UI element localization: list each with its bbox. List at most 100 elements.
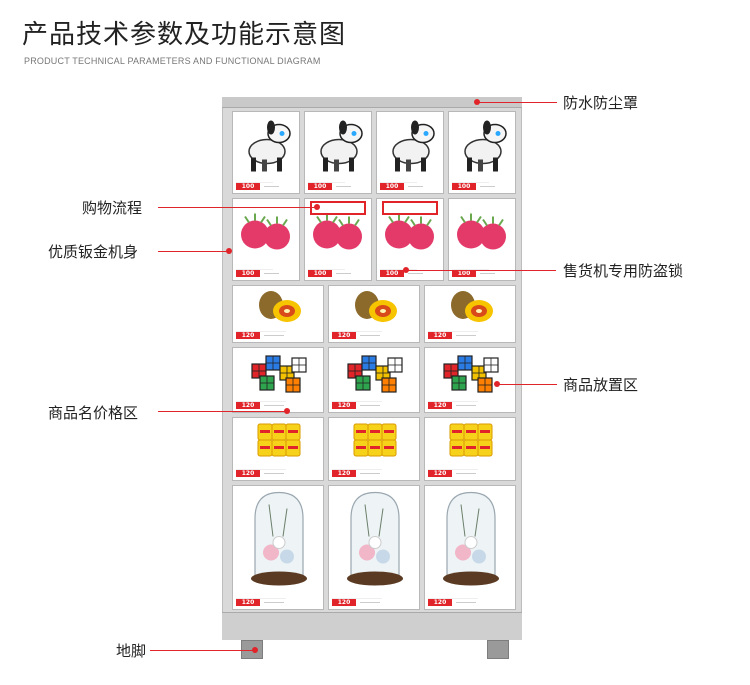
product-name-line <box>336 273 351 274</box>
callout-line-shopping-process <box>158 207 316 208</box>
rubiks-cube-icon <box>251 355 307 393</box>
callout-feet: 地脚 <box>116 642 147 660</box>
compartment-kiwi: 120 <box>328 285 420 343</box>
rubiks-cube-icon <box>347 355 403 393</box>
callout-line-dust-cover <box>477 102 557 103</box>
price-label: 120 <box>332 470 356 477</box>
product-name-line <box>408 273 423 274</box>
price-label: 120 <box>428 402 452 409</box>
price-tag: 120 <box>332 598 383 606</box>
foot-right <box>487 640 509 659</box>
compartment-snack-bags: 120 <box>328 417 420 481</box>
callout-dot-name-price-area <box>284 408 290 414</box>
dragon-fruit-icon <box>313 213 362 250</box>
compartment-preserved-flower-dome: 120 <box>328 485 420 610</box>
callout-line-feet <box>150 650 254 651</box>
page-title: 产品技术参数及功能示意图 <box>22 20 347 50</box>
product-name-line <box>360 405 381 406</box>
product-name-line <box>360 602 381 603</box>
product-name-line <box>456 602 477 603</box>
callout-line-sheet-metal-body <box>158 251 228 252</box>
price-tag: 120 <box>428 598 479 606</box>
snack-bag-icon <box>449 423 493 457</box>
callout-line-anti-theft-lock <box>406 270 556 271</box>
price-label: 100 <box>452 183 476 190</box>
product-name-line <box>456 405 477 406</box>
callout-name-price-area: 商品名价格区 <box>48 404 139 422</box>
product-name-line <box>456 473 477 474</box>
flower-dome-icon <box>347 491 403 586</box>
price-tag: 120 <box>332 331 383 339</box>
price-tag: 100 <box>308 182 351 190</box>
kiwi-icon <box>259 291 301 322</box>
price-label: 120 <box>332 599 356 606</box>
price-tag: 100 <box>452 182 495 190</box>
price-tag: 120 <box>332 469 383 477</box>
dragon-fruit-icon <box>385 213 434 250</box>
robot-dog-icon <box>464 120 507 172</box>
price-label: 100 <box>380 183 404 190</box>
callout-anti-theft-lock: 售货机专用防盗锁 <box>563 262 684 280</box>
callout-dust-cover: 防水防尘罩 <box>563 94 639 112</box>
product-name-line <box>480 186 495 187</box>
snack-bag-icon <box>353 423 397 457</box>
product-name-line <box>264 186 279 187</box>
kiwi-icon <box>355 291 397 322</box>
price-label: 120 <box>428 332 452 339</box>
callout-dot-sheet-metal-body <box>226 248 232 254</box>
product-name-line <box>360 473 381 474</box>
callout-shopping-process: 购物流程 <box>82 199 143 217</box>
compartment-robot-dog: 100 <box>376 111 444 194</box>
snack-bag-icon <box>257 423 301 457</box>
product-name-line <box>264 335 285 336</box>
price-tag: 100 <box>308 269 351 277</box>
compartment-robot-dog: 100 <box>304 111 372 194</box>
price-tag: 120 <box>236 469 287 477</box>
callout-dot-feet <box>252 647 258 653</box>
compartment-kiwi: 120 <box>232 285 324 343</box>
product-name-line <box>264 273 279 274</box>
robot-dog-icon <box>392 120 435 172</box>
price-label: 120 <box>236 470 260 477</box>
compartment-kiwi: 120 <box>424 285 516 343</box>
price-label: 100 <box>308 270 332 277</box>
shopping-process-sticker <box>310 201 366 215</box>
price-tag: 100 <box>380 182 423 190</box>
dust-cover <box>222 97 522 108</box>
page-subtitle: PRODUCT TECHNICAL PARAMETERS AND FUNCTIO… <box>24 56 321 66</box>
price-label: 100 <box>308 183 332 190</box>
price-label: 100 <box>380 270 404 277</box>
price-tag: 100 <box>380 269 423 277</box>
compartment-rubiks-cubes: 120 <box>328 347 420 413</box>
price-tag: 120 <box>428 469 479 477</box>
compartment-dragon-fruit: 100 <box>232 198 300 281</box>
price-tag: 120 <box>428 401 479 409</box>
price-tag: 120 <box>236 598 287 606</box>
compartment-rubiks-cubes: 120 <box>424 347 516 413</box>
price-label: 100 <box>236 183 260 190</box>
price-label: 120 <box>428 470 452 477</box>
shopping-process-sticker <box>382 201 438 215</box>
dragon-fruit-icon <box>241 213 290 250</box>
flower-dome-icon <box>251 491 307 586</box>
callout-dot-shopping-process <box>314 204 320 210</box>
price-tag: 100 <box>236 269 279 277</box>
compartment-robot-dog: 100 <box>448 111 516 194</box>
product-name-line <box>480 273 495 274</box>
price-tag: 100 <box>452 269 495 277</box>
compartment-preserved-flower-dome: 120 <box>232 485 324 610</box>
compartment-rubiks-cubes: 120 <box>232 347 324 413</box>
compartment-preserved-flower-dome: 120 <box>424 485 516 610</box>
price-tag: 120 <box>428 331 479 339</box>
compartment-dragon-fruit: 100 <box>448 198 516 281</box>
callout-line-product-area <box>497 384 557 385</box>
price-label: 120 <box>236 599 260 606</box>
product-name-line <box>456 335 477 336</box>
price-tag: 120 <box>236 331 287 339</box>
product-name-line <box>264 405 285 406</box>
product-name-line <box>264 602 285 603</box>
price-label: 120 <box>236 332 260 339</box>
kiwi-icon <box>451 291 493 322</box>
compartment-snack-bags: 120 <box>424 417 516 481</box>
callout-sheet-metal-body: 优质钣金机身 <box>48 243 139 261</box>
